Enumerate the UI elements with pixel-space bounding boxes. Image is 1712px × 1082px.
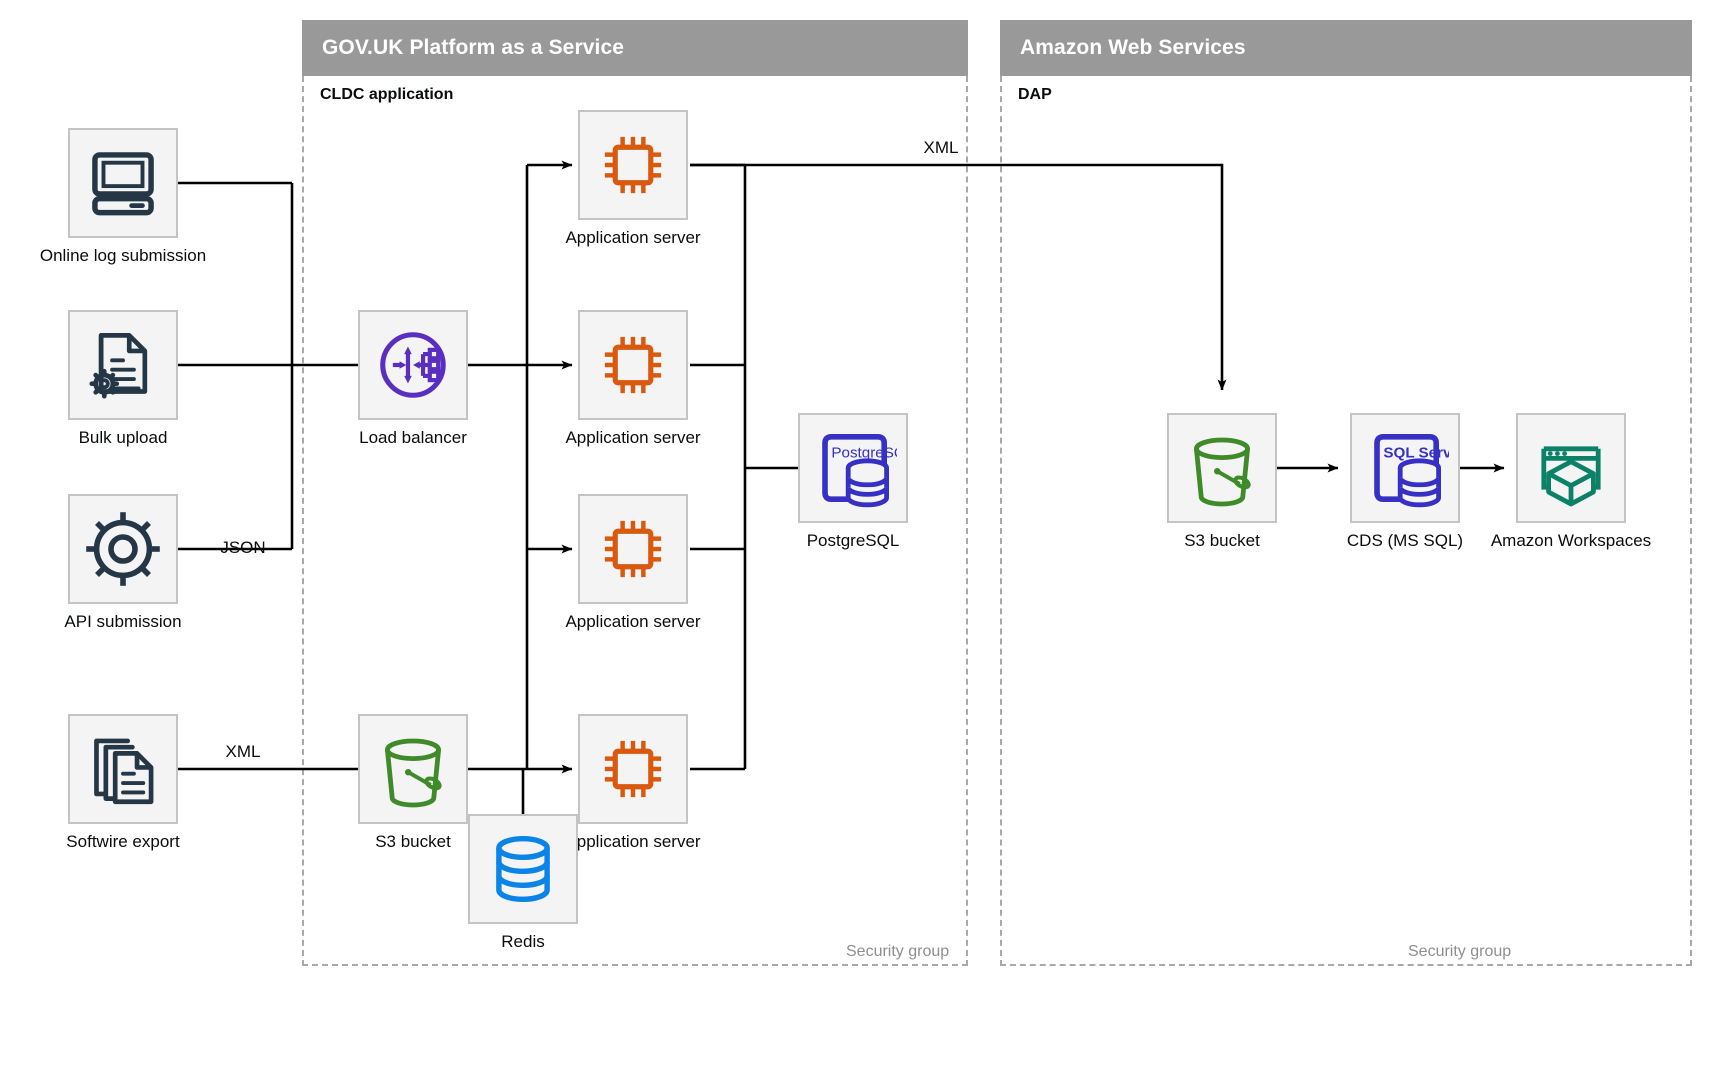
node-softwire-export[interactable] (68, 714, 178, 824)
postgresql-database-icon: PostgreSQL (822, 434, 897, 508)
edge-label-json: JSON (220, 538, 266, 557)
node-label-s3-bucket-aws: S3 bucket (1184, 531, 1260, 550)
security-group-label-aws: Security group (1408, 943, 1512, 960)
node-app-server-3[interactable] (578, 494, 688, 604)
node-postgresql[interactable]: PostgreSQL (798, 413, 908, 523)
node-api-submission[interactable] (68, 494, 178, 604)
security-group-label-paas: Security group (846, 943, 950, 960)
node-label-app-server-1: Application server (565, 228, 701, 247)
node-label-app-server-4: Application server (565, 832, 701, 851)
s3-bucket-icon (1194, 437, 1251, 507)
sql-server-database-icon: SQL Server (1374, 434, 1449, 508)
group-header-aws: Amazon Web Services (1000, 20, 1692, 76)
cpu-chip-icon (604, 740, 662, 798)
group-body-paas (302, 76, 968, 966)
desktop-computer-icon (92, 152, 154, 216)
node-label-app-server-3: Application server (565, 612, 701, 631)
node-label-load-balancer: Load balancer (359, 428, 467, 447)
node-online-log-submission[interactable] (68, 128, 178, 238)
node-label-redis: Redis (501, 932, 545, 951)
node-label-api-submission: API submission (64, 612, 182, 631)
amazon-workspaces-icon (1541, 446, 1601, 507)
node-bulk-upload[interactable] (68, 310, 178, 420)
node-s3-bucket-paas[interactable] (358, 714, 468, 824)
group-sublabel-dap: DAP (1018, 86, 1052, 103)
node-label-postgresql: PostgreSQL (806, 531, 900, 550)
s3-bucket-icon (385, 738, 442, 808)
node-cds-ms-sql[interactable]: SQL Server (1350, 413, 1460, 523)
node-load-balancer[interactable] (358, 310, 468, 420)
postgresql-badge-text: PostgreSQL (831, 445, 897, 462)
node-label-cds-ms-sql: CDS (MS SQL) (1346, 531, 1464, 550)
node-label-online-log-submission: Online log submission (39, 246, 207, 265)
group-title-paas: GOV.UK Platform as a Service (322, 36, 624, 59)
node-amazon-workspaces[interactable] (1516, 413, 1626, 523)
group-sublabel-cldc: CLDC application (320, 86, 454, 103)
group-header-paas: GOV.UK Platform as a Service (302, 20, 968, 76)
gear-icon (86, 512, 160, 586)
node-label-bulk-upload: Bulk upload (78, 428, 168, 447)
node-app-server-1[interactable] (578, 110, 688, 220)
edge-label-xml-appserver: XML (923, 138, 959, 157)
group-body-aws (1000, 76, 1692, 966)
document-gear-icon (89, 333, 148, 399)
redis-database-icon (496, 835, 550, 903)
node-app-server-4[interactable] (578, 714, 688, 824)
load-balancer-icon (380, 332, 446, 398)
cpu-chip-icon (604, 136, 662, 194)
sql-server-badge-text: SQL Server (1383, 445, 1449, 462)
node-label-s3-bucket-paas: S3 bucket (375, 832, 451, 851)
node-label-amazon-workspaces: Amazon Workspaces (1490, 531, 1652, 550)
group-title-aws: Amazon Web Services (1020, 36, 1246, 59)
node-label-app-server-2: Application server (565, 428, 701, 447)
node-s3-bucket-aws[interactable] (1167, 413, 1277, 523)
cpu-chip-icon (604, 336, 662, 394)
node-label-softwire-export: Softwire export (66, 832, 180, 851)
stacked-documents-icon (94, 738, 154, 805)
node-redis[interactable] (468, 814, 578, 924)
node-app-server-2[interactable] (578, 310, 688, 420)
edge-label-xml-softwire: XML (225, 742, 261, 761)
cpu-chip-icon (604, 520, 662, 578)
